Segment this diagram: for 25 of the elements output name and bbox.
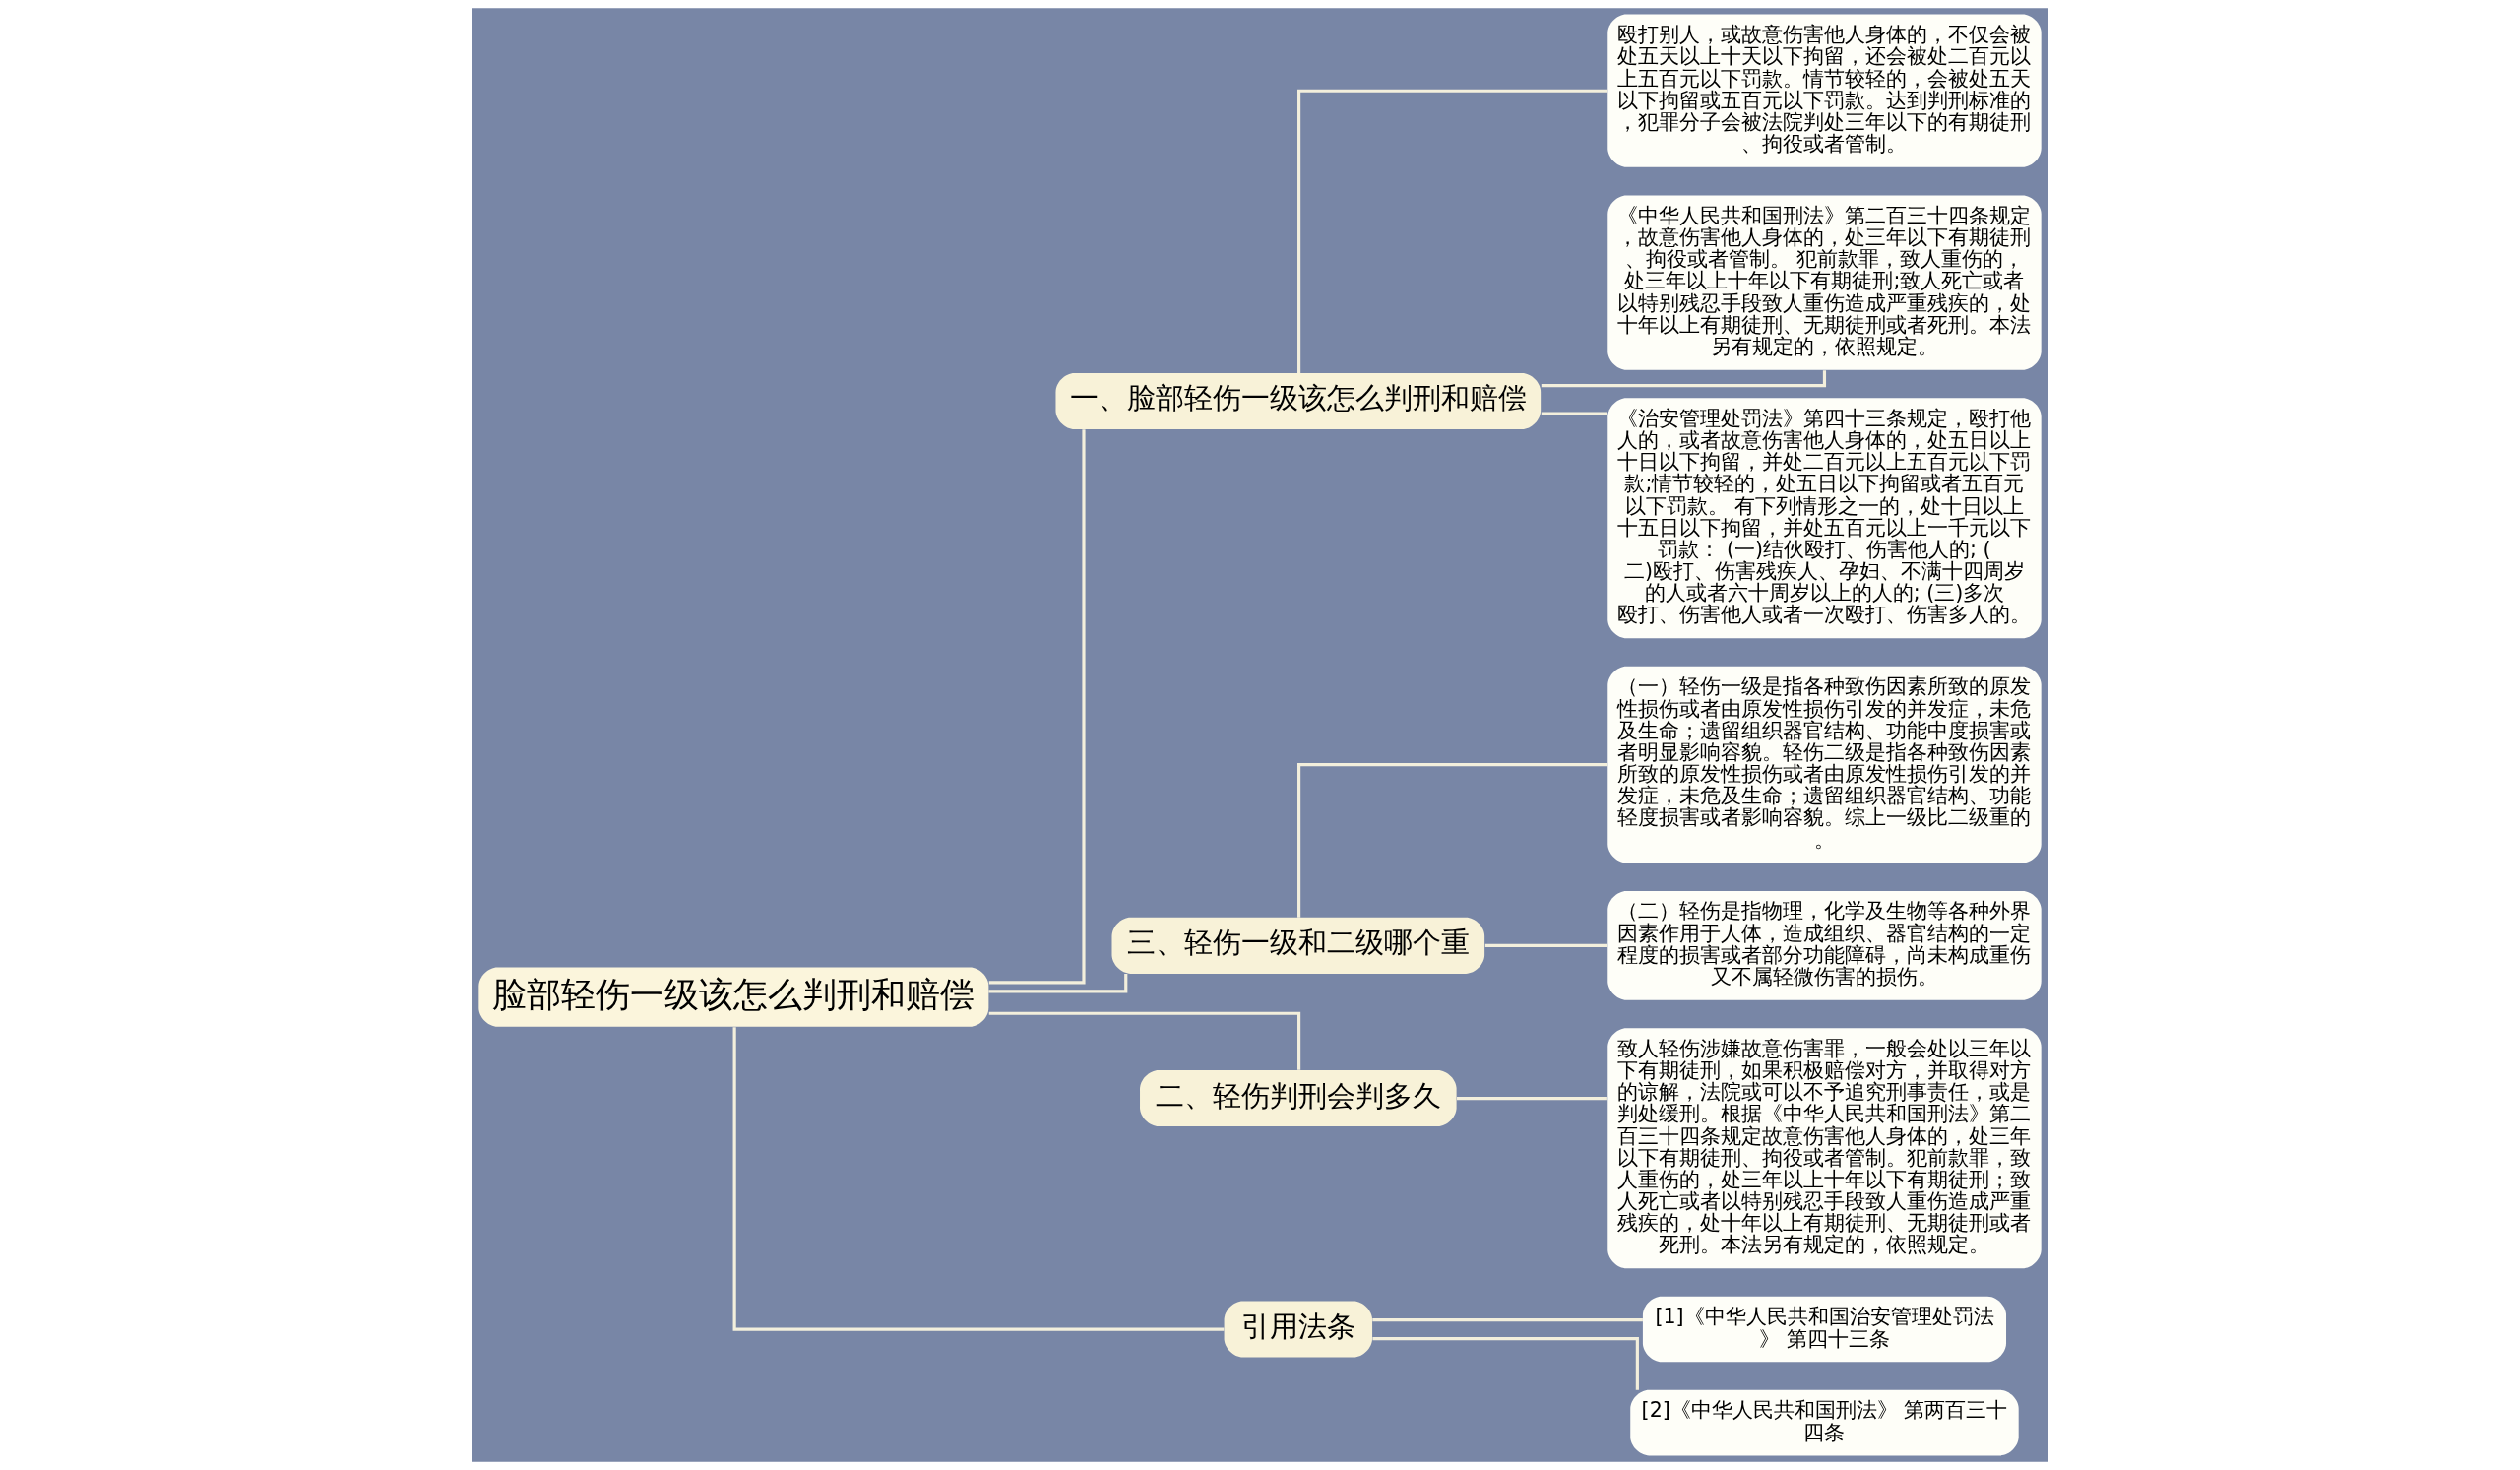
node-box: 致人轻伤涉嫌故意伤害罪，一般会处以三年以下有期徒刑，如果积极赔偿对方，并取得对方的谅解，法院或可以不予追究刑事责任，或是判处缓刑。根据《中华人民共和国刑法》第二百三十四条规定故意伤害他人身体的，处三年以下有期徒刑、拘役或者管制。犯前款罪，致人重伤的，处三年以上十年以下有期徒刑；致人死亡或者以特别残忍手段致人重伤造成严重残疾的，处十年以上有期徒刑、无期徒刑或者死刑。本法另有规定的，依照规定。	[1607, 1028, 2042, 1269]
connector	[732, 1027, 1225, 1331]
node-box: （一）轻伤一级是指各种致伤因素所致的原发性损伤或者由原发性损伤引发的并发症，未危及生命；遗留组织器官结构、功能中度损害或者明显影响容貌。轻伤二级是指各种致伤因素所致的原发性损伤或者由原发性损伤引发的并发症，未危及生命；遗留组织器官结构、功能轻度损害或者影响容貌。综上一级比二级重的。	[1607, 666, 2042, 863]
connector	[1297, 763, 1608, 918]
connector	[1541, 370, 1827, 388]
node-box: [2]《中华人民共和国刑法》 第两百三十四条	[1630, 1389, 2019, 1456]
node-box: 三、轻伤一级和二级哪个重	[1111, 917, 1485, 974]
connector	[1541, 412, 1608, 415]
node-box: 脸部轻伤一级该怎么判刑和赔偿	[478, 967, 989, 1027]
node-box: 二、轻伤判刑会判多久	[1140, 1070, 1457, 1127]
connector	[1456, 1097, 1607, 1101]
node-box: 一、脸部轻伤一级该怎么判刑和赔偿	[1055, 373, 1542, 429]
node-box: 《中华人民共和国刑法》第二百三十四条规定，故意伤害他人身体的，处三年以下有期徒刑、拘役或者管制。 犯前款罪，致人重伤的，处三年以上十年以下有期徒刑;致人死亡或者以特别残忍手段致人重伤造成严重残疾的，处十年以上有期徒刑、无期徒刑或者死刑。本法另有规定的，依照规定。	[1607, 195, 2042, 370]
connector	[1484, 943, 1608, 947]
connector	[1372, 1317, 1643, 1322]
connector	[1297, 89, 1608, 373]
connector	[1372, 1337, 1639, 1390]
node-box: [1]《中华人民共和国治安管理处罚法》 第四十三条	[1642, 1296, 2006, 1363]
connector	[988, 1011, 1301, 1070]
node-box: （二）轻伤是指物理，化学及生物等各种外界因素作用于人体，造成组织、器官结构的一定程度的损害或者部分功能障碍，尚未构成重伤又不属轻微伤害的损伤。	[1607, 890, 2042, 1000]
node-box: 殴打别人，或故意伤害他人身体的，不仅会被处五天以上十天以下拘留，还会被处二百元以上五百元以下罚款。情节较轻的，会被处五天以下拘留或五百元以下罚款。达到判刑标准的，犯罪分子会被法院判处三年以下的有期徒刑、拘役或者管制。	[1607, 14, 2042, 167]
connector	[988, 974, 1128, 993]
connector	[988, 429, 1086, 985]
node-box: 引用法条	[1224, 1301, 1373, 1358]
node-box: 《治安管理处罚法》第四十三条规定，殴打他人的，或者故意伤害他人身体的，处五日以上十日以下拘留，并处二百元以上五百元以下罚款;情节较轻的，处五日以下拘留或者五百元以下罚款。 有下列情形之一的，处十日以上十五日以下拘留，并处五百元以上一千元以下罚款： (一)结伙殴打、伤害他人的; (二)殴打、伤害残疾人、孕妇、不满十四周岁的人或者六十周岁以上的人的; (三)多次殴打、伤害他人或者一次殴打、伤害多人的。	[1607, 398, 2042, 639]
